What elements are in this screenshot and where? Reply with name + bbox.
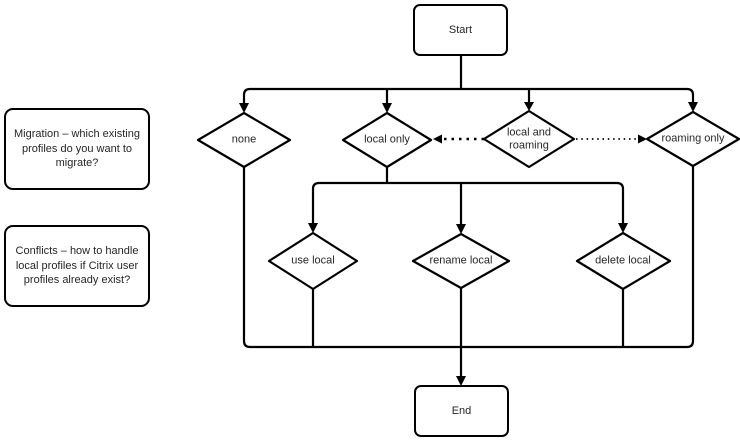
rename-local-diamond	[411, 232, 511, 290]
local-and-roaming-to-roaming-only-dotted	[576, 134, 647, 144]
local-and-roaming-diamond	[482, 109, 576, 169]
conflicts-branch-rail	[311, 181, 625, 225]
arrow-to-use-local	[308, 223, 318, 233]
end-node-label: End	[451, 405, 472, 417]
migration-branch-rail	[242, 87, 695, 104]
conflicts-note-text: Conflicts – how to handle local profiles…	[15, 245, 139, 287]
none-diamond	[196, 111, 292, 169]
use-local-diamond	[267, 231, 359, 291]
arrow-to-rename-local	[456, 224, 466, 234]
roaming-only-diamond	[645, 110, 740, 168]
arrow-to-delete-local	[618, 223, 628, 233]
migration-note: Migration – which existing profiles do y…	[4, 108, 150, 190]
arrow-to-none	[239, 103, 249, 113]
delete-local-diamond	[575, 231, 672, 291]
start-node: Start	[413, 4, 508, 56]
migration-note-text: Migration – which existing profiles do y…	[14, 128, 140, 170]
conflicts-note: Conflicts – how to handle local profiles…	[4, 225, 150, 307]
arrow-to-local-only	[382, 103, 392, 113]
arrow-to-local-and-roaming	[524, 102, 534, 111]
local-only-diamond	[341, 111, 433, 169]
rename-local-to-end-connector	[456, 288, 466, 386]
none-to-merge-connector	[242, 167, 251, 349]
start-node-label: Start	[448, 24, 473, 36]
arrow-to-roaming-only	[688, 102, 698, 112]
roaming-only-to-merge-connector	[686, 166, 695, 349]
end-node: End	[414, 385, 509, 437]
local-and-roaming-to-local-only-dotted	[433, 134, 484, 144]
